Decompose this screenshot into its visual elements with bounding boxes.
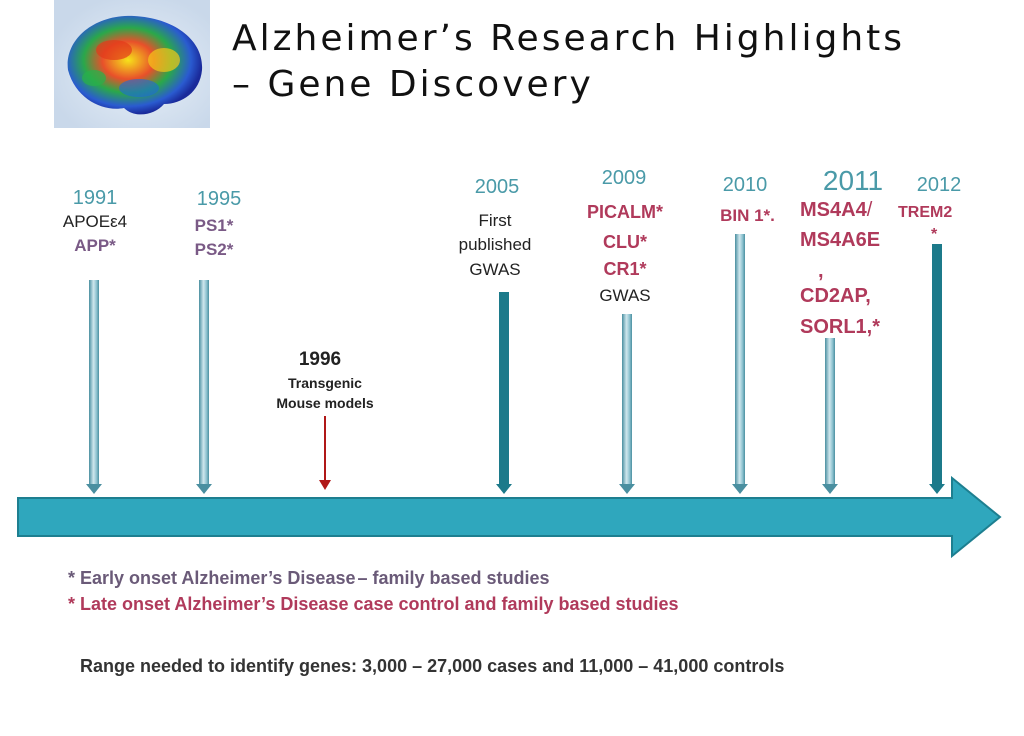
- event-1996-transgenic: Transgenic: [288, 375, 362, 391]
- timeline-stem-1991: [89, 280, 99, 484]
- timeline-arrow: [16, 475, 1006, 560]
- title-line-2: – Gene Discovery: [232, 64, 594, 105]
- arrowhead-2011: [822, 484, 838, 494]
- red-arrowhead-1996: [319, 480, 331, 490]
- timeline-stem-2010: [735, 234, 745, 484]
- slide-title: Alzheimer’s Research Highlights – Gene D…: [232, 16, 905, 108]
- year-1995: 1995: [196, 188, 242, 210]
- year-1991: 1991: [72, 187, 118, 209]
- event-2010-bin1: BIN 1*.: [720, 206, 775, 225]
- event-1995-ps2: PS2*: [194, 240, 234, 259]
- year-2010: 2010: [722, 174, 768, 196]
- event-1995-ps1: PS1*: [194, 216, 234, 235]
- event-2012-asterisk: *: [931, 226, 938, 243]
- event-2005-gwas: GWAS: [469, 260, 521, 279]
- arrowhead-2010: [732, 484, 748, 494]
- arrowhead-2012: [929, 484, 945, 494]
- event-2011-comma: ,: [818, 260, 824, 282]
- event-2009-gwas: GWAS: [599, 286, 651, 305]
- note-late-onset: * Late onset Alzheimer’s Disease case co…: [68, 594, 679, 614]
- event-1996-mouse-models: Mouse models: [276, 395, 374, 411]
- event-2005-first: First: [478, 211, 512, 230]
- event-2011-ms4a4-text: MS4A4: [800, 199, 867, 221]
- event-2009-clu: CLU*: [603, 232, 647, 252]
- timeline-stem-2012: [932, 244, 942, 484]
- event-2012-trem2: TREM2: [898, 204, 953, 221]
- event-2005-published: published: [458, 235, 532, 254]
- timeline-stem-2009: [622, 314, 632, 484]
- timeline-stem-2005: [499, 292, 509, 484]
- event-2011-ms4a6e: MS4A6E: [800, 229, 881, 251]
- event-2011-ms4a4: MS4A4/: [800, 199, 872, 222]
- arrowhead-1995: [196, 484, 212, 494]
- arrowhead-2005: [496, 484, 512, 494]
- timeline-stem-2011: [825, 338, 835, 484]
- year-2012: 2012: [916, 174, 962, 196]
- event-1991-app: APP*: [74, 236, 116, 255]
- year-2011: 2011: [822, 165, 884, 196]
- title-line-1: Alzheimer’s Research Highlights: [232, 18, 906, 59]
- event-2009-cr1: CR1*: [603, 259, 647, 279]
- note-early-onset-b: – family based studies: [357, 568, 550, 588]
- note-early-onset: * Early onset Alzheimer’s Disease– famil…: [68, 568, 550, 589]
- event-2009-picalm: PICALM*: [587, 202, 663, 222]
- event-2011-cd2ap: CD2AP,: [800, 285, 871, 307]
- note-range: Range needed to identify genes: 3,000 – …: [80, 656, 785, 676]
- red-arrow-stem-1996: [324, 416, 326, 482]
- year-2009: 2009: [601, 167, 647, 189]
- year-1996: 1996: [298, 349, 342, 370]
- event-2011-slash: /: [866, 199, 873, 221]
- note-early-onset-a: * Early onset Alzheimer’s Disease: [68, 568, 356, 588]
- event-2011-sorl1: SORL1,*: [800, 316, 881, 338]
- year-2005: 2005: [474, 176, 520, 198]
- arrowhead-1991: [86, 484, 102, 494]
- event-1991-apoe: APOEε4: [62, 212, 128, 231]
- timeline-stem-1995: [199, 280, 209, 484]
- arrowhead-2009: [619, 484, 635, 494]
- brain-image: [54, 0, 210, 128]
